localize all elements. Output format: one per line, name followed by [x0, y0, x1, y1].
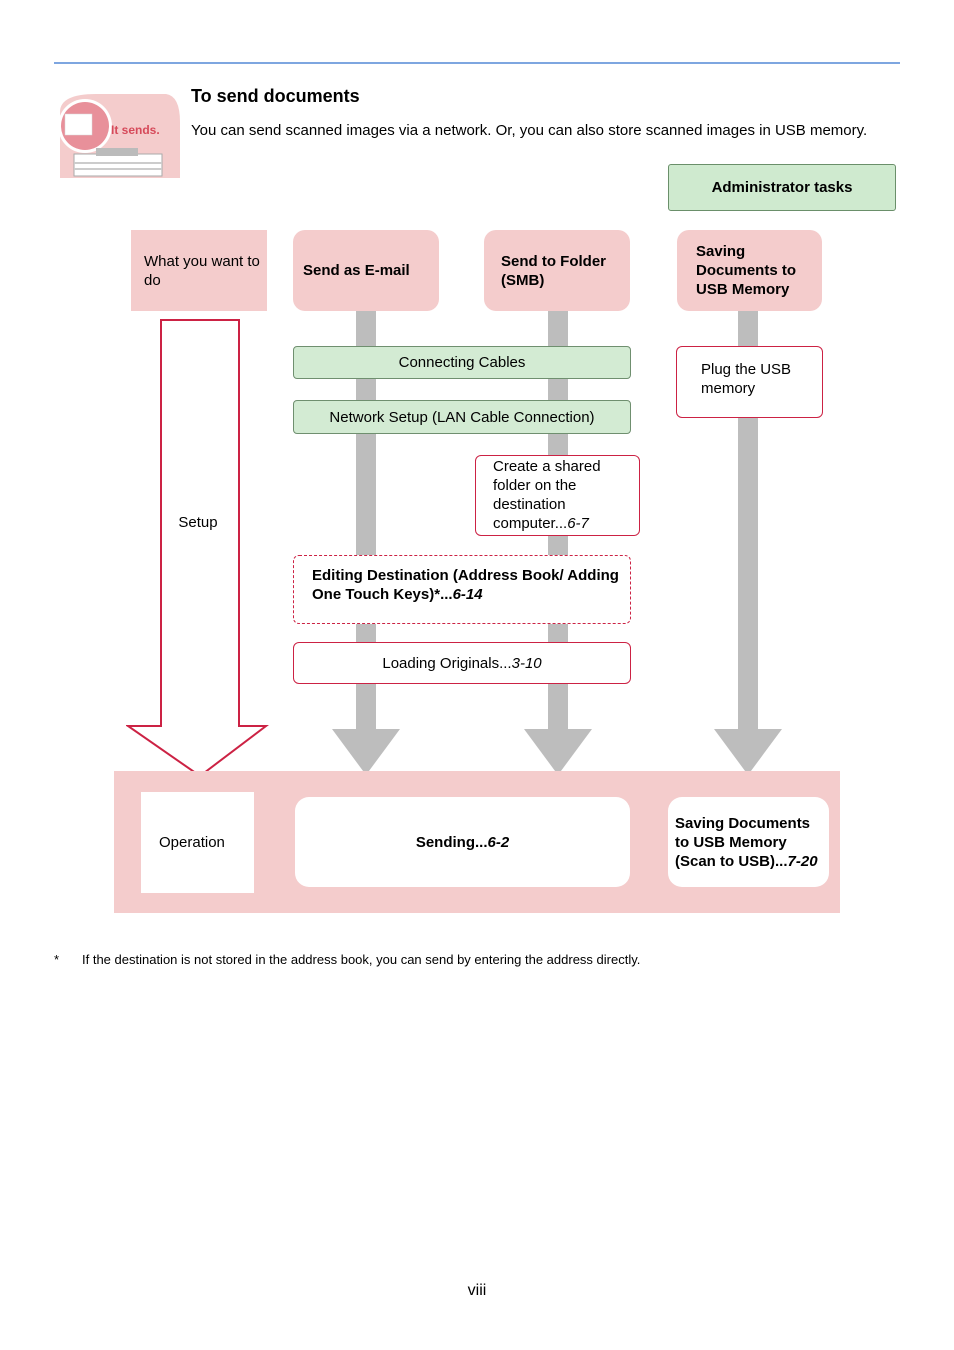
column-save-usb-label: Saving Documents to USB Memory [696, 243, 797, 298]
scan-to-usb-operation: Saving Documents to USB Memory (Scan to … [668, 797, 829, 887]
footnote-text: If the destination is not stored in the … [82, 952, 641, 967]
column-send-folder-label: Send to Folder (SMB) [501, 252, 606, 289]
column-save-usb: Saving Documents to USB Memory [677, 230, 822, 311]
sending-page-ref[interactable]: 6-2 [487, 833, 510, 851]
footnote: * If the destination is not stored in the… [54, 952, 640, 967]
intro-paragraph: You can send scanned images via a networ… [191, 122, 868, 139]
editing-destination-label: Editing Destination (Address Book/ Addin… [312, 567, 619, 603]
scan-to-usb-page-ref[interactable]: 7-20 [787, 852, 818, 870]
footnote-mark: * [54, 952, 60, 967]
sending-label: Sending... [415, 833, 488, 851]
page-number: viii [467, 1282, 487, 1299]
connecting-cables-step: Connecting Cables [293, 346, 631, 379]
shared-folder-label: Create a shared folder on the destinatio… [493, 458, 601, 532]
scanner-illustration-icon: It sends. [58, 94, 180, 178]
setup-label: Setup [178, 514, 218, 531]
column-send-email-label: Send as E-mail [303, 262, 410, 279]
plug-usb-label: Plug the USB memory [701, 361, 792, 397]
what-you-want-text: What you want to do [144, 252, 260, 289]
badge-text: It sends. [111, 123, 160, 137]
sending-operation: Sending...6-2 [295, 797, 630, 887]
shared-folder-step: Create a shared folder on the destinatio… [475, 455, 640, 536]
usb-arrow-head-icon [714, 729, 782, 775]
folder-arrow-head-icon [524, 729, 592, 775]
operation-label-box: Operation [141, 792, 254, 893]
top-rule [54, 62, 900, 64]
loading-originals-page-ref[interactable]: 3-10 [511, 654, 542, 672]
editing-destination-step: Editing Destination (Address Book/ Addin… [293, 555, 631, 624]
plug-usb-step: Plug the USB memory [676, 346, 823, 418]
column-send-email: Send as E-mail [293, 230, 439, 311]
loading-originals-step: Loading Originals...3-10 [293, 642, 631, 684]
email-arrow-head-icon [332, 729, 400, 775]
shared-folder-page-ref[interactable]: 6-7 [567, 515, 589, 532]
loading-originals-label: Loading Originals... [382, 654, 512, 672]
network-setup-step: Network Setup (LAN Cable Connection) [293, 400, 631, 434]
editing-destination-page-ref[interactable]: 6-14 [452, 586, 483, 603]
page-title: To send documents [191, 86, 360, 106]
connecting-cables-label: Connecting Cables [398, 354, 526, 371]
what-you-want-label: What you want to do [131, 230, 267, 311]
column-send-folder: Send to Folder (SMB) [484, 230, 630, 311]
setup-arrow-icon [126, 319, 269, 778]
scan-to-usb-label: Saving Documents to USB Memory (Scan to … [675, 814, 811, 870]
network-setup-label: Network Setup (LAN Cable Connection) [329, 408, 595, 426]
administrator-tasks-legend: Administrator tasks [668, 164, 896, 211]
operation-label: Operation [159, 834, 225, 851]
